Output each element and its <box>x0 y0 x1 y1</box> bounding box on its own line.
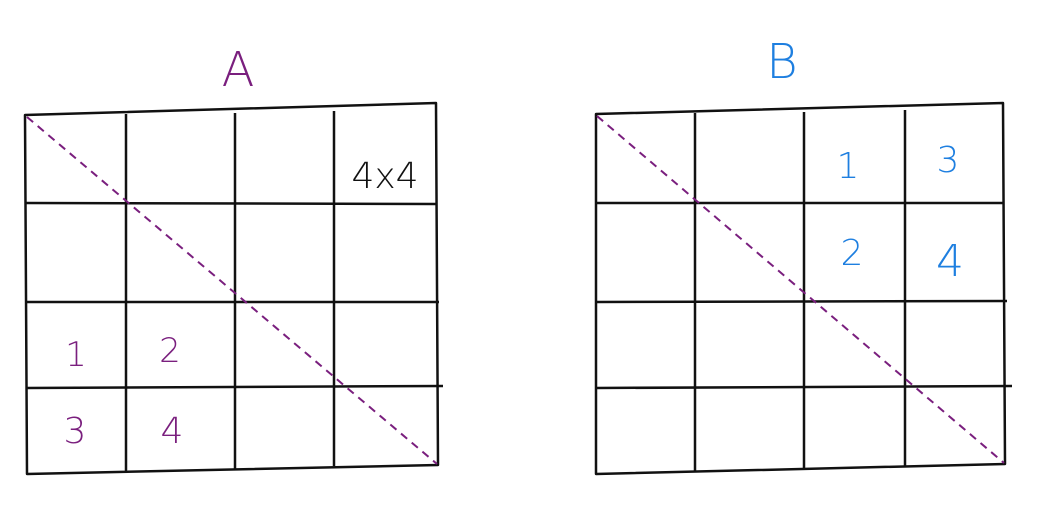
grid-b-cell-r1c4: 3 <box>937 140 960 181</box>
grid-b-cell-r2c3: 2 <box>841 233 864 274</box>
grid-b-border <box>594 101 1007 476</box>
grid-b-diagonal <box>596 115 1005 464</box>
grid-b-cell-r1c3: 1 <box>837 146 860 187</box>
grid-a-diagonal <box>26 116 438 465</box>
grid-b-title: B <box>766 34 797 90</box>
grid-b-hline-3 <box>595 384 1013 390</box>
grid-a: A 4x4 1 2 3 4 <box>23 42 444 476</box>
grid-b: B 1 3 2 4 <box>594 34 1013 476</box>
grid-b-hline-2 <box>595 299 1008 304</box>
grid-a-cell-r3c1: 1 <box>65 335 87 375</box>
grid-a-title: A <box>222 42 255 98</box>
grid-b-cell-r2c4: 4 <box>936 236 964 287</box>
grid-a-size-label: 4x4 <box>351 156 418 197</box>
grid-a-hline-3 <box>25 384 444 390</box>
grid-a-cell-r4c2: 4 <box>161 411 184 452</box>
grid-a-hline-1 <box>24 201 437 206</box>
grid-a-border <box>23 101 440 476</box>
grid-a-cell-r3c2: 2 <box>159 331 181 371</box>
grid-a-cell-r4c1: 3 <box>64 411 87 452</box>
